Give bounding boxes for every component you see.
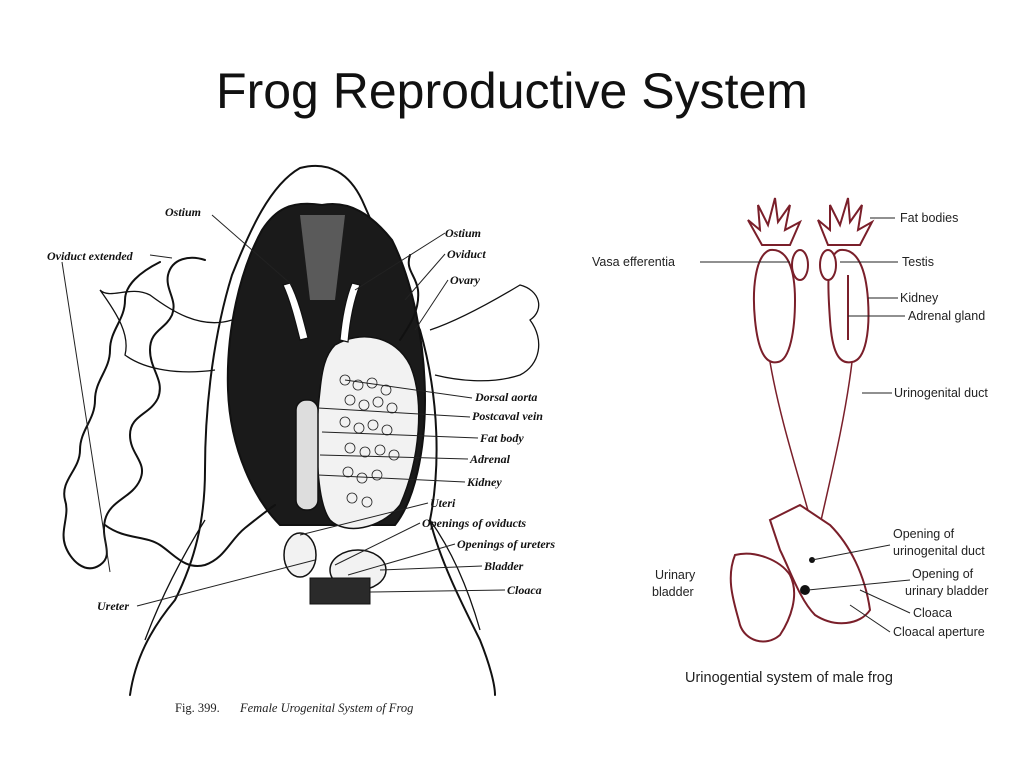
- urinogenital-duct-right: [819, 361, 853, 526]
- fat-body-right-shape: [817, 197, 875, 246]
- male-urogenital-figure: Fat bodies Vasa efferentia Testis Kidney…: [592, 197, 988, 686]
- label-postcaval-vein: Postcaval vein: [472, 409, 543, 423]
- ovary-mass: [316, 336, 420, 530]
- label-urinogenital-duct: Urinogenital duct: [894, 386, 988, 400]
- label-ostium-left: Ostium: [165, 205, 201, 219]
- label-cloacal-aperture: Cloacal aperture: [893, 625, 985, 639]
- bladder-opening-dot: [800, 585, 810, 595]
- slide-title: Frog Reproductive System: [216, 63, 808, 119]
- label-vasa-efferentia: Vasa efferentia: [592, 255, 675, 269]
- label-ostium-right: Ostium: [445, 226, 481, 240]
- label-cloaca: Cloaca: [507, 583, 542, 597]
- label-dorsal-aorta: Dorsal aorta: [474, 390, 537, 404]
- testis-right-shape: [819, 249, 837, 281]
- cloaca-shape: [309, 577, 371, 605]
- label-uteri: Uteri: [430, 496, 456, 510]
- testis-left-shape: [791, 249, 809, 281]
- label-fat-bodies: Fat bodies: [900, 211, 958, 225]
- label-oviduct: Oviduct: [447, 247, 486, 261]
- label-kidney-male: Kidney: [900, 291, 939, 305]
- label-opening-bladder-1: Opening of: [912, 567, 974, 581]
- oviduct-extended-coil: [62, 256, 206, 570]
- frog-left-arm: [99, 289, 233, 373]
- label-adrenal: Adrenal: [469, 452, 511, 466]
- label-opening-ug-duct-2: urinogenital duct: [893, 544, 985, 558]
- female-caption-number: Fig. 399.: [175, 701, 220, 715]
- label-urinary-bladder-2: bladder: [652, 585, 694, 599]
- label-openings-ureters: Openings of ureters: [457, 537, 555, 551]
- label-openings-oviducts: Openings of oviducts: [422, 516, 526, 530]
- label-opening-ug-duct-1: Opening of: [893, 527, 955, 541]
- label-kidney: Kidney: [466, 475, 502, 489]
- frog-right-arm: [429, 284, 540, 382]
- urinogenital-duct-left: [769, 361, 813, 526]
- oviduct-right-coil: [399, 254, 420, 341]
- kidney-left-shape: [752, 248, 797, 364]
- label-fat-body: Fat body: [479, 431, 524, 445]
- female-leader-lines: [61, 214, 506, 607]
- label-urinary-bladder-1: Urinary: [655, 568, 696, 582]
- leg-outline-left: [144, 519, 206, 641]
- label-opening-bladder-2: urinary bladder: [905, 584, 988, 598]
- female-caption-text: Female Urogenital System of Frog: [239, 701, 413, 715]
- uteri-left-shape: [283, 532, 317, 578]
- spine-region: [300, 215, 345, 300]
- label-testis: Testis: [902, 255, 934, 269]
- male-leader-lines: [700, 217, 911, 633]
- cloaca-male-shape: [768, 503, 872, 625]
- fat-body-left-shape: [747, 197, 803, 246]
- label-bladder: Bladder: [483, 559, 524, 573]
- label-adrenal-gland: Adrenal gland: [908, 309, 985, 323]
- label-ureter: Ureter: [97, 599, 129, 613]
- oviduct-extended-coil-2: [104, 504, 276, 567]
- ostium-right-shape: [339, 282, 361, 343]
- male-caption: Urinogential system of male frog: [685, 670, 893, 686]
- frog-body-outline: [129, 164, 496, 696]
- urinary-bladder-shape: [729, 552, 796, 643]
- kidney-shape: [295, 399, 319, 511]
- female-urogenital-figure: Ostium Oviduct extended Ostium Oviduct O…: [47, 164, 555, 715]
- leg-outline-right: [429, 519, 481, 631]
- ostium-left-shape: [282, 282, 309, 341]
- label-ovary: Ovary: [450, 273, 481, 287]
- label-oviduct-extended: Oviduct extended: [47, 249, 134, 263]
- label-cloaca-male: Cloaca: [913, 606, 952, 620]
